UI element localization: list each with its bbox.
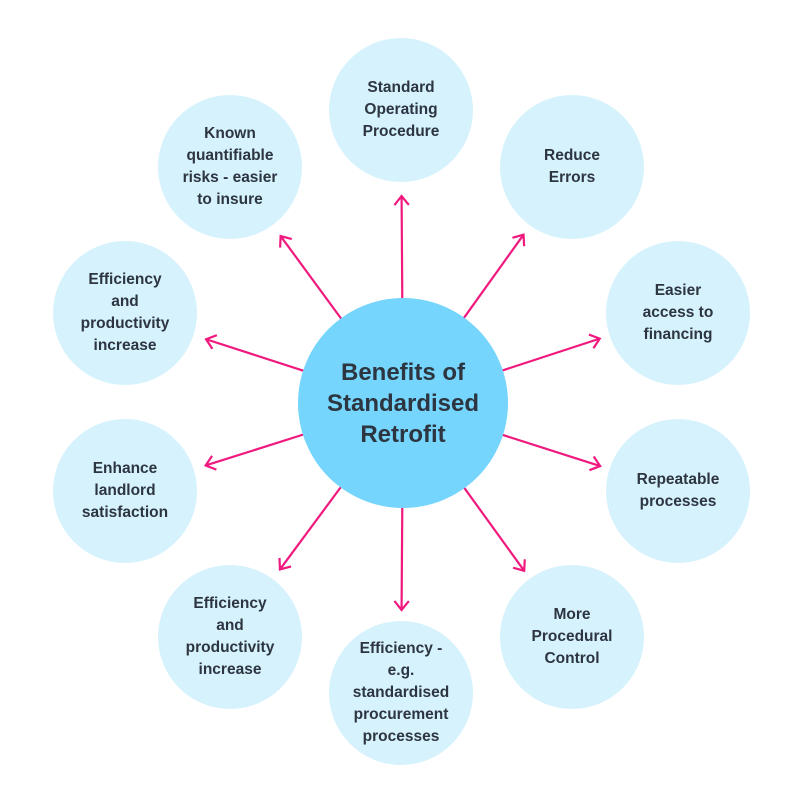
benefit-node: Repeatable processes: [606, 419, 750, 563]
arrow: [393, 194, 410, 300]
benefit-node: More Procedural Control: [500, 565, 644, 709]
benefit-label: Repeatable processes: [636, 471, 720, 510]
benefit-node: Efficiency - e.g. standardised procureme…: [329, 621, 473, 765]
arrow: [393, 506, 410, 612]
arrow: [279, 234, 343, 320]
benefit-label: More Procedural Control: [531, 606, 613, 667]
benefit-node: Easier access to financing: [606, 241, 750, 385]
benefit-label: Standard Operating Procedure: [362, 79, 440, 140]
benefit-node: Enhance landlord satisfaction: [53, 419, 197, 563]
arrow: [462, 486, 526, 573]
benefit-node: Standard Operating Procedure: [329, 38, 473, 182]
benefit-label: Reduce Errors: [544, 147, 600, 186]
center-label: Benefits of Standardised Retrofit: [326, 358, 480, 448]
arrow: [501, 433, 602, 472]
arrow: [204, 334, 305, 373]
benefit-label: Efficiency and productivity increase: [80, 271, 170, 354]
benefit-label: Efficiency and productivity increase: [185, 595, 275, 678]
benefit-node: Known quantifiable risks - easier to ins…: [158, 95, 302, 239]
arrow: [462, 233, 526, 320]
arrow: [203, 433, 305, 471]
benefit-label: Efficiency - e.g. standardised procureme…: [352, 640, 450, 745]
benefit-label: Easier access to financing: [642, 282, 714, 343]
benefit-node: Efficiency and productivity increase: [53, 241, 197, 385]
benefit-label: Enhance landlord satisfaction: [81, 460, 169, 521]
arrow: [501, 333, 602, 372]
center-node: Benefits of Standardised Retrofit: [298, 298, 508, 508]
benefit-node: Efficiency and productivity increase: [158, 565, 302, 709]
benefit-label: Known quantifiable risks - easier to ins…: [182, 125, 278, 208]
arrow: [278, 485, 343, 571]
benefit-node: Reduce Errors: [500, 95, 644, 239]
